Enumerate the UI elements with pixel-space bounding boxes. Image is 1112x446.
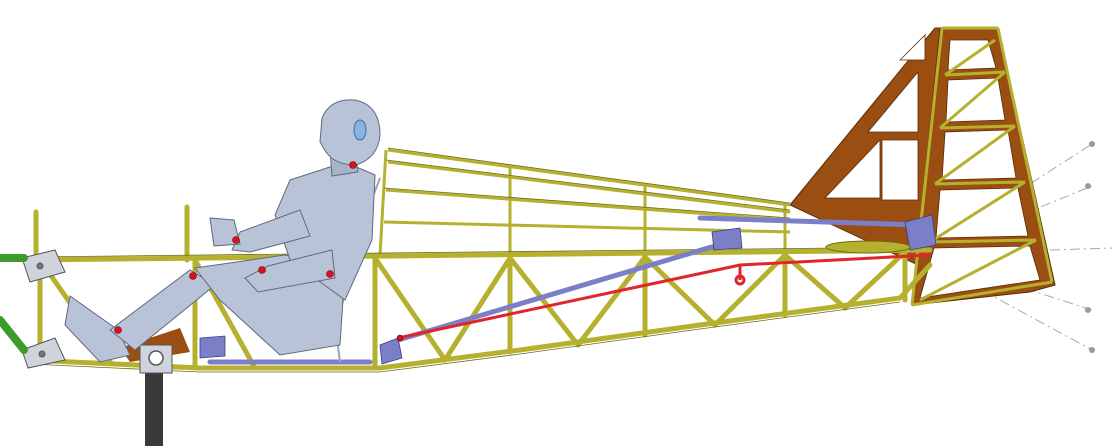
- axis-marker: [1089, 347, 1095, 353]
- tailwheel-spring: [825, 240, 911, 254]
- pilot-foot: [64, 295, 131, 363]
- axis-line-1: [929, 143, 1093, 249]
- rudder-truss: [910, 26, 1054, 307]
- axis-marker: [1089, 141, 1095, 147]
- pilot-figure: [64, 99, 381, 363]
- elevator-push-rod: [395, 237, 738, 343]
- rudder: [910, 26, 1056, 307]
- control-stick-linkage: [207, 215, 923, 365]
- rod-end: [396, 334, 404, 342]
- lower-longeron: [27, 262, 933, 371]
- joint-wrist: [232, 236, 240, 244]
- fin-lightening-holes: [824, 34, 926, 201]
- fuselage-truss: [22, 204, 933, 371]
- vertical-fin: [789, 27, 946, 266]
- elevator-cable: [397, 253, 931, 340]
- pilot-lower-arm: [244, 249, 336, 293]
- joint-neck: [349, 161, 357, 169]
- upper-push-rod: [697, 215, 923, 228]
- axis-marker: [1085, 183, 1091, 189]
- joint-hip: [326, 270, 334, 278]
- linkage-brackets: [199, 214, 937, 365]
- gear-leg: [139, 344, 173, 446]
- joint-elbow: [258, 266, 266, 274]
- engine-mount-plates: [21, 249, 66, 369]
- pilot-upper-arm: [231, 209, 311, 253]
- joint-markers: [114, 161, 404, 342]
- axis-end-markers: [1085, 141, 1095, 353]
- joint-ankle: [114, 326, 122, 334]
- axis-marker: [1085, 307, 1091, 313]
- control-cable: [397, 253, 931, 340]
- joint-knee: [189, 272, 197, 280]
- upper-longeron: [22, 247, 933, 263]
- landing-gear-strut: [0, 254, 28, 354]
- turtle-deck-outline: [383, 147, 791, 219]
- pilot-head: [319, 99, 381, 166]
- pilot-ear: [353, 119, 367, 141]
